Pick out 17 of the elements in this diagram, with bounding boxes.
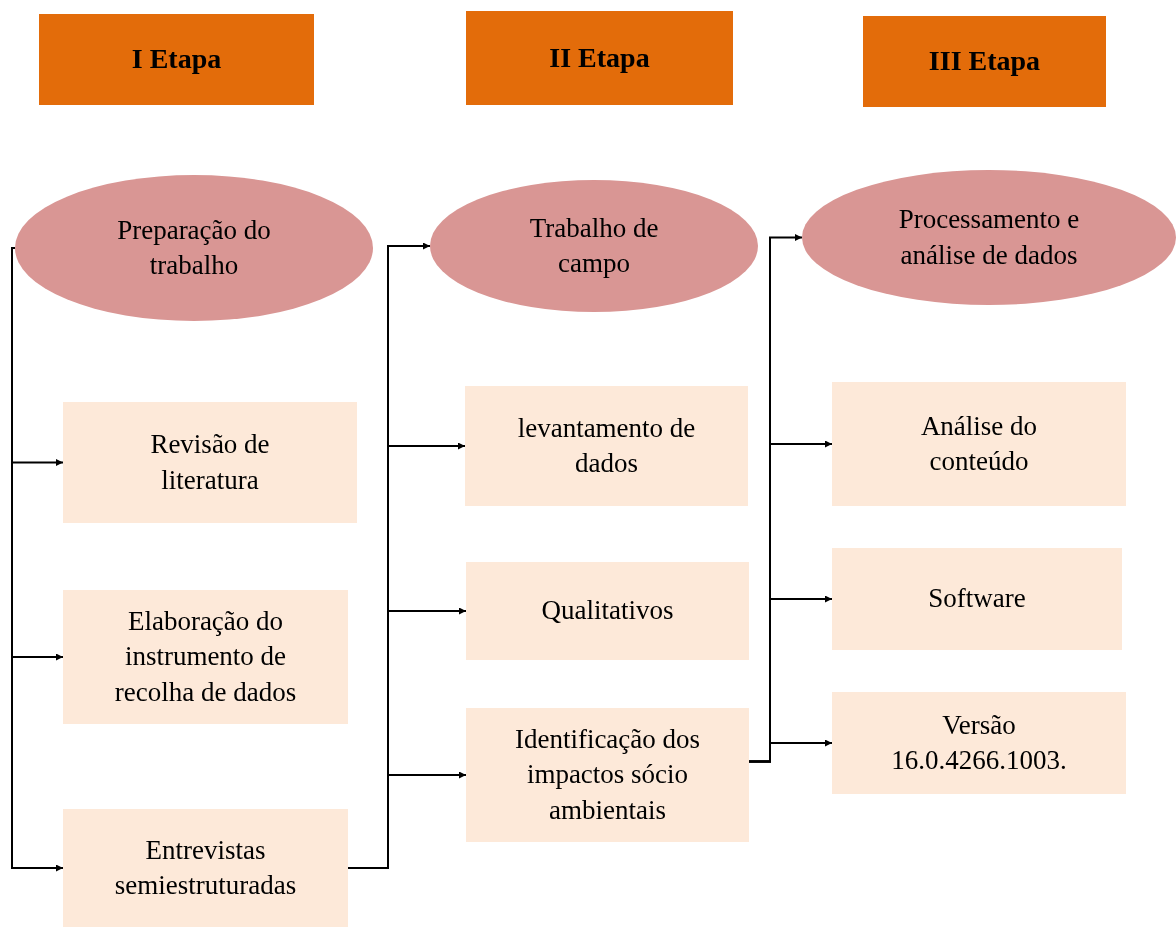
stage-header: II Etapa [466,11,733,105]
stage-header: I Etapa [39,14,314,105]
phase-ellipse: Processamento e análise de dados [802,170,1176,305]
task-box: Revisão de literatura [63,402,357,523]
stage-header: III Etapa [863,16,1106,107]
task-box: Entrevistas semiestruturadas [63,809,348,927]
task-box: Identificação dos impactos sócio ambientais [466,708,749,842]
task-box: Análise do conteúdo [832,382,1126,506]
task-box: Software [832,548,1122,650]
connector-arrow [748,739,833,763]
task-box: Qualitativos [466,562,749,660]
connector-arrow [347,771,467,869]
task-box: Versão 16.0.4266.1003. [832,692,1126,794]
task-box: levantamento de dados [465,386,748,506]
task-box: Elaboração do instrumento de recolha de dados [63,590,348,724]
phase-ellipse: Trabalho de campo [430,180,758,312]
phase-ellipse: Preparação do trabalho [15,175,373,321]
